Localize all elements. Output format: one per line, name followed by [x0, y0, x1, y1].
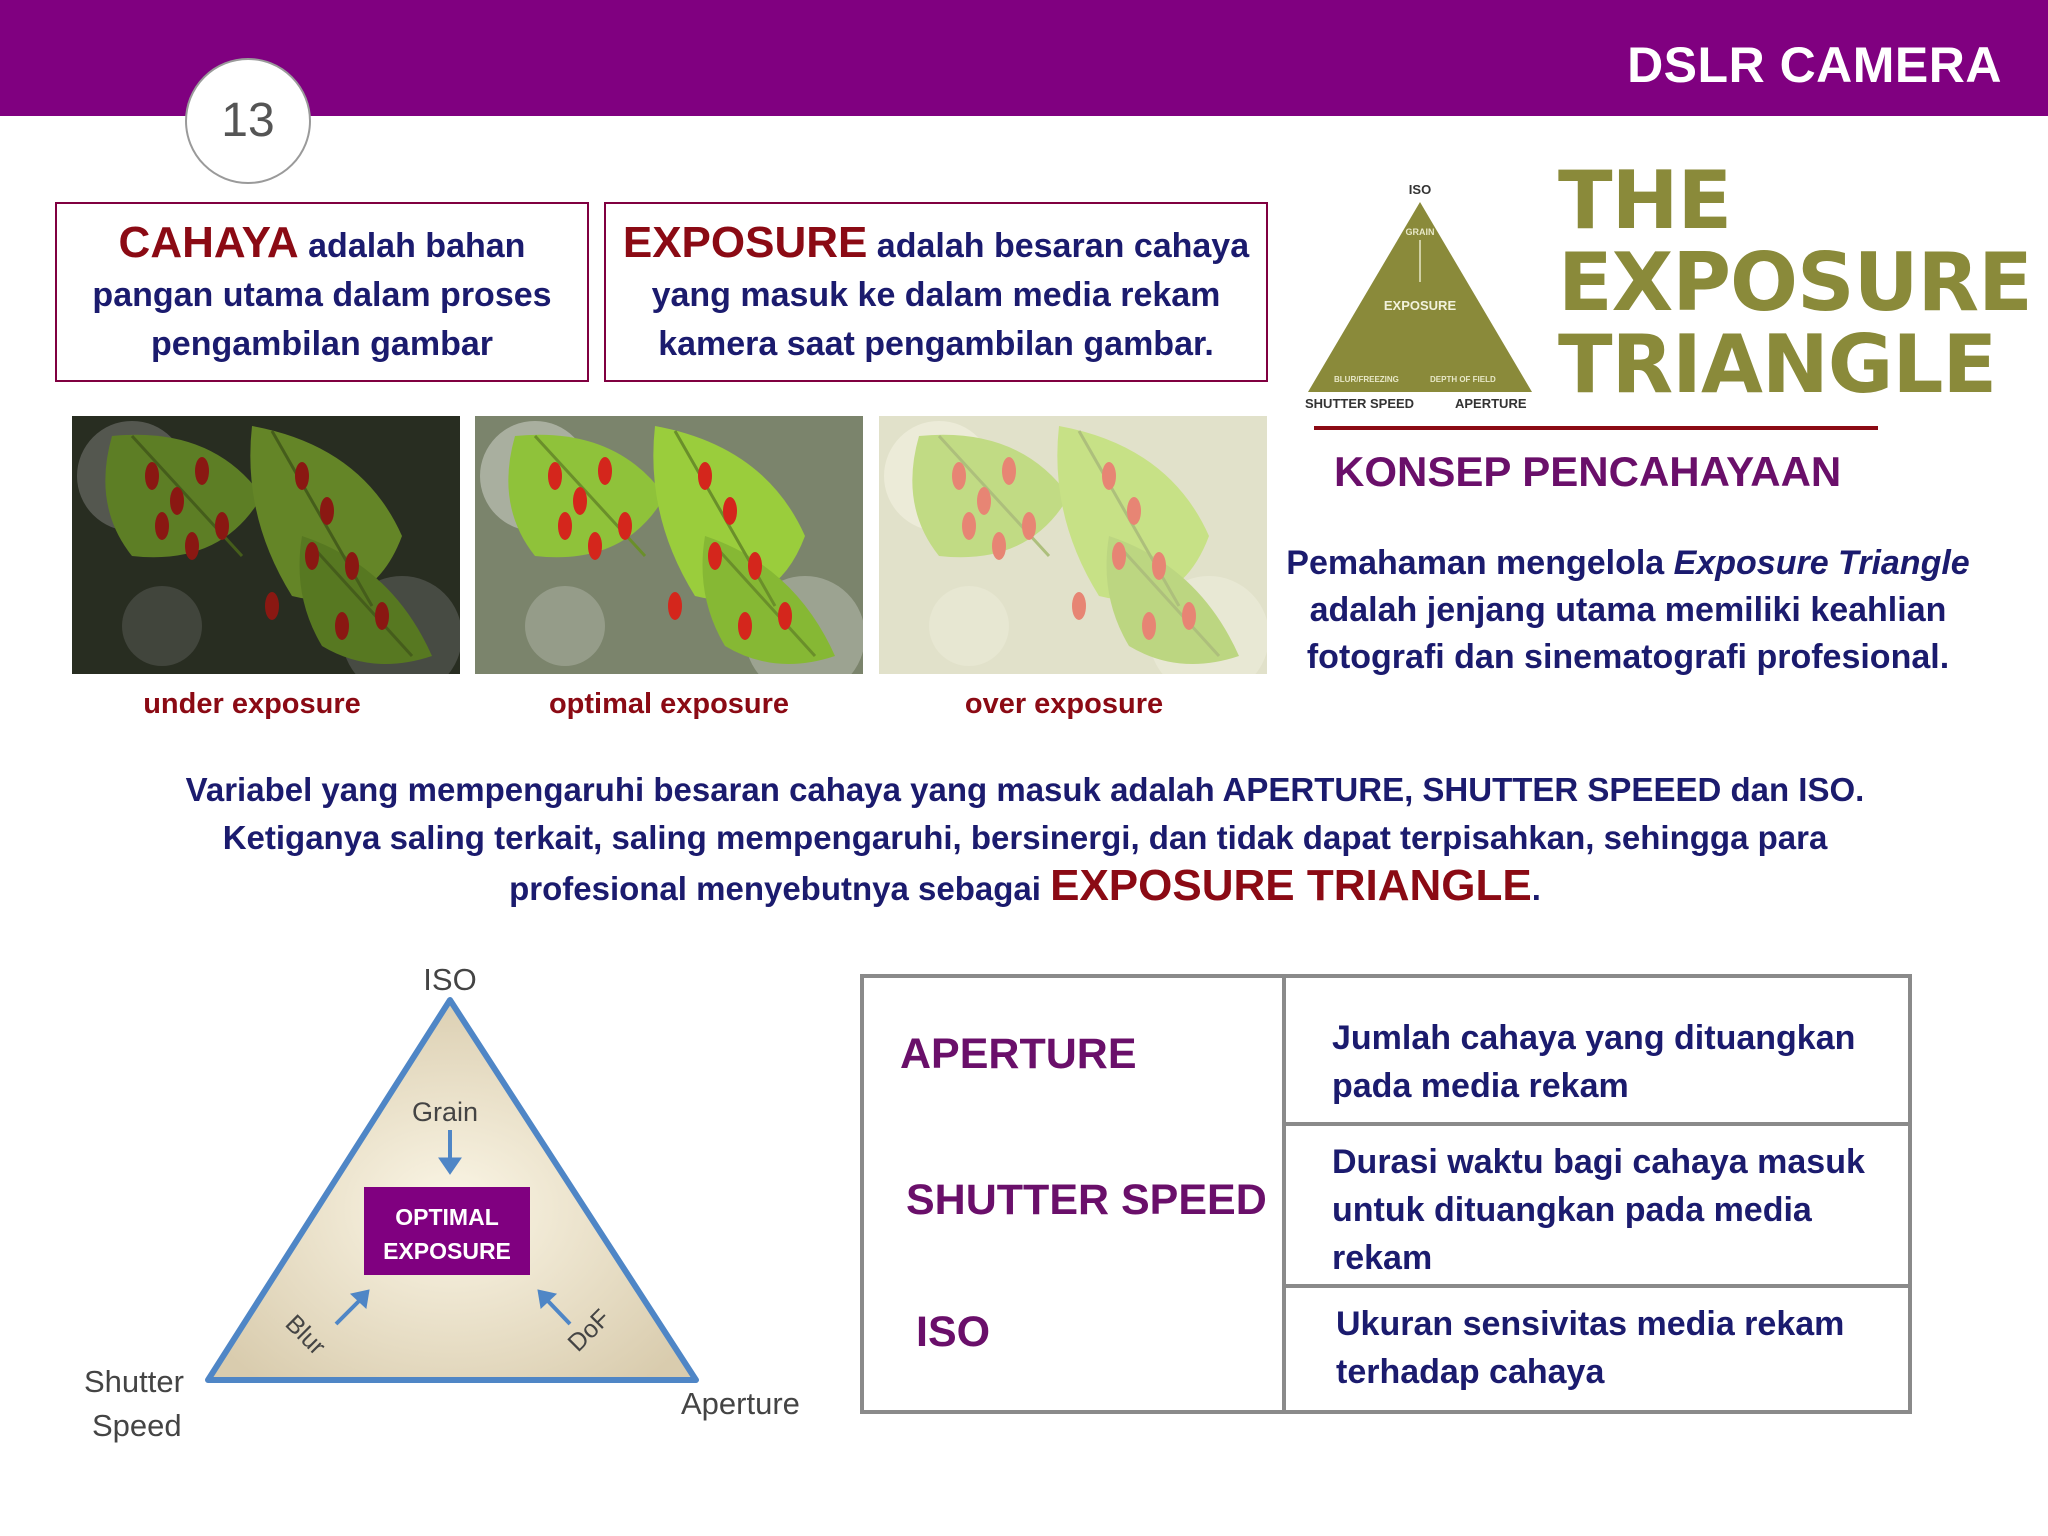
table-row-divider	[1282, 1122, 1908, 1126]
exposure-triangle-diagram: ISO Grain OPTIMAL EXPOSURE Blur DoF Shut…	[84, 962, 800, 1443]
optimal-box-line2: EXPOSURE	[383, 1238, 511, 1264]
desc-shutter-line1: Durasi waktu bagi cahaya masuk	[1332, 1143, 1865, 1181]
logo-shutter-label: SHUTTER SPEED	[1305, 396, 1414, 411]
page-number: 13	[185, 58, 311, 184]
exposure-line2: yang masuk ke dalam media rekam	[651, 276, 1221, 314]
variabel-line3-pre: profesional menyebutnya sebagai	[509, 870, 1051, 907]
exposure-keyword: EXPOSURE	[622, 218, 868, 267]
table-column-divider	[1282, 978, 1286, 1410]
title-divider	[1314, 426, 1878, 430]
desc-shutter-line2: untuk dituangkan pada media	[1332, 1191, 1812, 1229]
exposure-triangle-logo: ISO GRAIN EXPOSURE BLUR/FREEZING DEPTH O…	[1305, 182, 1532, 411]
logo-iso-label: ISO	[1409, 182, 1431, 197]
logo-aperture-label: APERTURE	[1455, 396, 1527, 411]
table-term-shutter-speed: SHUTTER SPEED	[906, 1176, 1267, 1224]
table-desc-aperture: Jumlah cahaya yang dituangkan pada media…	[1332, 1014, 1902, 1110]
caption-under-exposure: under exposure	[143, 688, 361, 720]
table-desc-shutter-speed: Durasi waktu bagi cahaya masuk untuk dit…	[1332, 1138, 1902, 1282]
konsep-paragraph: Pemahaman mengelola Exposure Triangle ad…	[1270, 540, 1986, 681]
diagram-iso-label: ISO	[423, 962, 476, 997]
photo-over-exposure	[879, 416, 1267, 674]
desc-aperture-line1: Jumlah cahaya yang dituangkan	[1332, 1019, 1856, 1057]
konsep-heading: KONSEP PENCAHAYAAN	[1334, 448, 1842, 495]
konsep-line2: adalah jenjang utama memiliki keahlian	[1309, 591, 1947, 629]
diagram-arrow-blur-icon	[334, 1289, 370, 1326]
logo-triangle-shape	[1308, 202, 1532, 392]
header-bar	[0, 0, 2048, 116]
desc-iso-line1: Ukuran sensivitas media rekam	[1336, 1305, 1845, 1343]
table-desc-iso: Ukuran sensivitas media rekam terhadap c…	[1336, 1300, 1906, 1396]
cahaya-line1: adalah bahan	[298, 227, 526, 265]
desc-iso-line2: terhadap cahaya	[1336, 1353, 1605, 1391]
diagram-grain-label: Grain	[412, 1097, 478, 1127]
variabel-paragraph: Variabel yang mempengaruhi besaran cahay…	[70, 766, 1980, 913]
desc-shutter-line3: rekam	[1332, 1239, 1433, 1277]
variabel-line2: Ketiganya saling terkait, saling mempeng…	[222, 819, 1828, 856]
cahaya-line2: pangan utama dalam proses	[92, 276, 552, 314]
diagram-shutter-label-1: Shutter	[84, 1364, 184, 1399]
exposure-definition-box: EXPOSURE adalah besaran cahaya yang masu…	[604, 202, 1268, 382]
konsep-line1-pre: Pemahaman mengelola	[1286, 544, 1674, 582]
header-title: DSLR CAMERA	[1627, 37, 2002, 93]
logo-dof-label: DEPTH OF FIELD	[1430, 375, 1496, 384]
optimal-box-line1: OPTIMAL	[395, 1204, 499, 1230]
diagram-arrow-dof-icon	[537, 1289, 572, 1326]
diagram-shutter-label-2: Speed	[92, 1408, 182, 1443]
caption-optimal-exposure: optimal exposure	[548, 688, 790, 720]
exposure-variables-table: APERTURE Jumlah cahaya yang dituangkan p…	[860, 974, 1912, 1414]
desc-aperture-line2: pada media rekam	[1332, 1067, 1629, 1105]
diagram-arrow-down-icon	[438, 1130, 462, 1175]
optimal-exposure-box	[364, 1187, 530, 1275]
title-line-triangle: TRIANGLE	[1558, 318, 1997, 411]
title-line-exposure: EXPOSURE	[1558, 236, 2033, 329]
logo-blur-label: BLUR/FREEZING	[1334, 375, 1399, 384]
variabel-line1: Variabel yang mempengaruhi besaran cahay…	[185, 771, 1865, 808]
variabel-emphasis: EXPOSURE TRIANGLE	[1050, 861, 1532, 910]
table-row-divider	[1282, 1284, 1908, 1288]
photo-optimal-exposure	[475, 416, 863, 674]
title-line-the: THE	[1558, 154, 1732, 247]
konsep-line1-italic: Exposure Triangle	[1673, 544, 1970, 582]
konsep-line3: fotografi dan sinematografi profesional.	[1306, 638, 1950, 676]
table-term-aperture: APERTURE	[900, 1030, 1137, 1078]
cahaya-keyword: CAHAYA	[118, 218, 299, 267]
diagram-aperture-label: Aperture	[681, 1386, 800, 1421]
caption-over-exposure: over exposure	[964, 688, 1164, 720]
exposure-triangle-title: THE EXPOSURE TRIANGLE	[1558, 154, 2033, 411]
photo-under-exposure	[72, 416, 460, 674]
cahaya-line3: pengambilan gambar	[151, 325, 493, 363]
table-term-iso: ISO	[916, 1308, 991, 1356]
exposure-line3: kamera saat pengambilan gambar.	[658, 325, 1214, 363]
variabel-line3-post: .	[1531, 870, 1541, 907]
logo-grain-label: GRAIN	[1406, 227, 1435, 237]
logo-exposure-label: EXPOSURE	[1384, 298, 1457, 313]
cahaya-definition-box: CAHAYA adalah bahan pangan utama dalam p…	[55, 202, 589, 382]
exposure-line1: adalah besaran cahaya	[867, 227, 1250, 265]
